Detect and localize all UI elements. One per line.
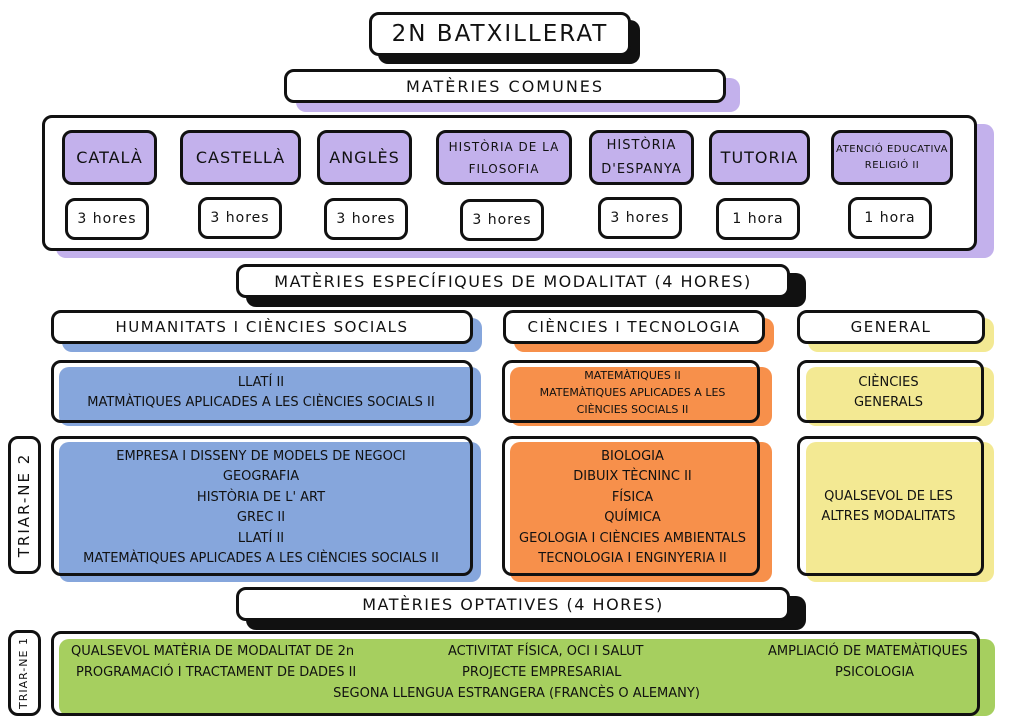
option-item: GEOGRAFIA <box>222 469 300 484</box>
subject-name: ANGLÈS <box>329 148 400 167</box>
comunes-header-text: MATÈRIES COMUNES <box>405 76 605 96</box>
subject-castella: CASTELLÀ <box>180 130 301 185</box>
especifiques-header-text: MATÈRIES ESPECÍFIQUES DE MODALITAT (4 HO… <box>274 271 752 291</box>
ciencies-options: BIOLOGIA DIBUIX TÈCNINC II FÍSICA QUÍMIC… <box>510 444 755 572</box>
subject-name-line: RELIGIÓ II <box>864 159 920 171</box>
general-mandatory-frame <box>797 360 984 423</box>
hours-text: 1 hora <box>732 211 784 227</box>
optatives-list: QUALSEVOL MATÈRIA DE MODALITAT DE 2n ACT… <box>59 642 974 708</box>
option-item: EMPRESA I DISSENY DE MODELS DE NEGOCI <box>116 448 406 464</box>
triar-1-label-box <box>8 630 41 716</box>
hours-text: 3 hores <box>77 211 137 227</box>
modalitat-ciencies-header: CIÈNCIES I TECNOLOGIA <box>503 310 765 344</box>
triar-2-label: TRIAR-NE 2 <box>15 452 33 558</box>
hours-atencio-educativa: 1 hora <box>848 197 932 239</box>
hours-historia-filosofia: 3 hores <box>460 199 544 241</box>
optative-item: PROGRAMACIÓ I TRACTAMENT DE DADES II <box>76 665 357 680</box>
page-title-text: 2N BATXILLERAT <box>391 21 609 47</box>
modalitat-name: CIÈNCIES I TECNOLOGIA <box>527 318 741 336</box>
optatives-frame <box>51 631 980 716</box>
page-title: 2N BATXILLERAT <box>369 12 631 56</box>
subject-name-line: FILOSOFIA <box>468 161 540 176</box>
general-mandatory: CIÈNCIES GENERALS <box>806 369 971 417</box>
subject-angles: ANGLÈS <box>317 130 412 185</box>
mandatory-item: GENERALS <box>853 395 924 410</box>
humanitats-options-frame <box>51 436 473 576</box>
subject-tutoria: TUTORIA <box>709 130 810 185</box>
humanitats-mandatory-frame <box>51 360 473 423</box>
subject-historia-filosofia: HISTÒRIA DE LA FILOSOFIA <box>436 130 572 185</box>
optative-item: SEGONA LLENGUA ESTRANGERA (FRANCÈS O ALE… <box>333 686 700 701</box>
modalitat-general-header: GENERAL <box>797 310 985 344</box>
mandatory-item: LLATÍ II <box>237 374 285 390</box>
option-item: FÍSICA <box>611 489 654 505</box>
option-item: ALTRES MODALITATS <box>821 509 956 524</box>
hours-catala: 3 hores <box>65 198 149 240</box>
option-item: QUALSEVOL DE LES <box>824 488 953 504</box>
general-options-frame <box>797 436 984 576</box>
general-options: QUALSEVOL DE LES ALTRES MODALITATS <box>806 444 971 570</box>
option-item: TECNOLOGIA I ENGINYERIA II <box>538 551 727 566</box>
humanitats-mandatory: LLATÍ II MATMÀTIQUES APLICADES A LES CIÈ… <box>59 369 463 417</box>
subject-historia-espanya: HISTÒRIA D'ESPANYA <box>589 130 694 185</box>
hours-text: 1 hora <box>864 210 916 226</box>
subject-name-line: D'ESPANYA <box>601 161 682 177</box>
ciencies-options-frame <box>502 436 760 576</box>
optative-item: QUALSEVOL MATÈRIA DE MODALITAT DE 2n <box>71 644 355 659</box>
triar-1-label: TRIAR-NE 1 <box>17 637 30 709</box>
subject-catala: CATALÀ <box>62 130 157 185</box>
optative-item: PSICOLOGIA <box>835 665 915 680</box>
subject-name: TUTORIA <box>720 148 799 167</box>
hours-text: 3 hores <box>336 211 396 227</box>
hours-text: 3 hores <box>472 212 532 228</box>
optatives-header: MATÈRIES OPTATIVES (4 HORES) <box>236 587 790 621</box>
triar-2-label-box <box>8 436 41 574</box>
subject-name-line: ATENCIÓ EDUCATIVA <box>836 143 948 155</box>
subject-name: CATALÀ <box>76 148 143 167</box>
modalitat-name: GENERAL <box>850 318 932 336</box>
mandatory-item: MATEMÀTIQUES II <box>584 368 681 382</box>
option-item: HISTÒRIA DE L' ART <box>196 489 326 505</box>
subject-atencio-educativa: ATENCIÓ EDUCATIVA RELIGIÓ II <box>831 130 953 185</box>
option-item: LLATÍ II <box>237 530 285 546</box>
optative-item: ACTIVITAT FÍSICA, OCI I SALUT <box>448 644 644 659</box>
hours-castella: 3 hores <box>198 197 282 239</box>
humanitats-options: EMPRESA I DISSENY DE MODELS DE NEGOCI GE… <box>59 444 463 572</box>
modalitat-humanitats-header: HUMANITATS I CIÈNCIES SOCIALS <box>51 310 473 344</box>
option-item: GREC II <box>236 510 286 525</box>
option-item: GEOLOGIA I CIÈNCIES AMBIENTALS <box>519 530 746 546</box>
subject-name-line: HISTÒRIA DE LA <box>448 139 560 154</box>
subject-name-line: HISTÒRIA <box>606 137 677 153</box>
hours-tutoria: 1 hora <box>716 198 800 240</box>
especifiques-header: MATÈRIES ESPECÍFIQUES DE MODALITAT (4 HO… <box>236 264 790 298</box>
comunes-header: MATÈRIES COMUNES <box>284 69 726 103</box>
modalitat-name: HUMANITATS I CIÈNCIES SOCIALS <box>115 318 409 336</box>
mandatory-item: MATMÀTIQUES APLICADES A LES CIÈNCIES SOC… <box>87 395 435 410</box>
optative-item: AMPLIACIÓ DE MATEMÀTIQUES <box>768 644 968 659</box>
hours-historia-espanya: 3 hores <box>598 197 682 239</box>
ciencies-mandatory: MATEMÀTIQUES II MATEMÀTIQUES APLICADES A… <box>510 366 755 418</box>
subject-name: CASTELLÀ <box>195 148 286 167</box>
mandatory-item: MATEMÀTIQUES APLICADES A LES <box>539 385 726 399</box>
mandatory-item: CIÈNCIES <box>858 374 919 390</box>
option-item: MATEMÀTIQUES APLICADES A LES CIÈNCIES SO… <box>83 551 439 566</box>
ciencies-mandatory-frame <box>502 360 760 423</box>
option-item: DIBUIX TÈCNINC II <box>573 469 692 484</box>
optatives-header-text: MATÈRIES OPTATIVES (4 HORES) <box>362 594 664 614</box>
option-item: QUÍMICA <box>604 510 661 525</box>
option-item: BIOLOGIA <box>601 448 664 464</box>
hours-text: 3 hores <box>210 210 270 226</box>
hours-text: 3 hores <box>610 210 670 226</box>
optative-item: PROJECTE EMPRESARIAL <box>462 665 622 680</box>
mandatory-item: CIÈNCIES SOCIALS II <box>576 402 689 416</box>
hours-angles: 3 hores <box>324 198 408 240</box>
